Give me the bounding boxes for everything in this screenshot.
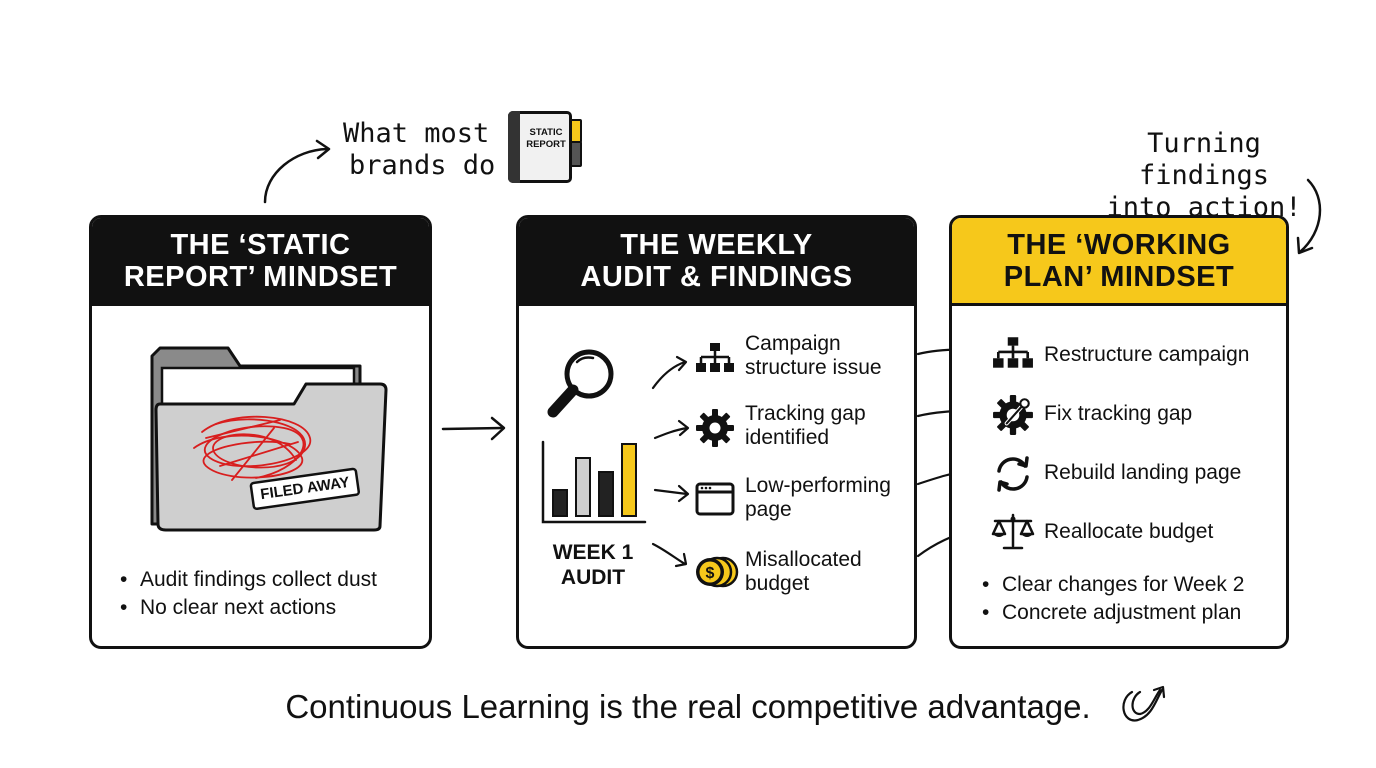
working-plan-card-title: THE ‘WORKING PLAN’ MINDSET — [952, 218, 1286, 306]
action-fix-tracking-gap: Fix tracking gap — [1044, 402, 1193, 425]
svg-text:$: $ — [706, 565, 715, 582]
list-item: No clear next actions — [120, 594, 377, 622]
audit-label-line2: AUDIT — [560, 566, 626, 589]
loop-arrow-icon — [1122, 685, 1166, 722]
left-note-line2: brands do — [349, 150, 496, 181]
gear-icon — [696, 409, 734, 447]
right-note: Turning findings into action! — [1094, 128, 1314, 224]
finding-line1: Low-performing — [745, 474, 891, 497]
finding-line1: Campaign — [745, 332, 841, 355]
finding-arrows — [651, 355, 690, 568]
action-rebuild-landing-page: Rebuild landing page — [1044, 461, 1242, 484]
weekly-title-line2: AUDIT & FINDINGS — [580, 260, 853, 293]
browser-window-icon — [695, 482, 735, 516]
folder-icon — [150, 346, 388, 532]
finding-tracking-gap: Tracking gap identified — [745, 402, 866, 450]
finding-line1: Misallocated — [745, 548, 862, 571]
list-item: Clear changes for Week 2 — [982, 571, 1244, 599]
static-report-binder-icon: STATIC REPORT — [508, 111, 582, 187]
report-label-line2: REPORT — [526, 139, 566, 150]
finding-line2: identified — [745, 426, 830, 449]
bar-chart-icon — [541, 440, 647, 524]
scales-icon — [991, 513, 1035, 550]
hierarchy-icon — [993, 337, 1033, 368]
action-reallocate-budget: Reallocate budget — [1044, 520, 1214, 543]
static-bullet-list: Audit findings collect dust No clear nex… — [120, 566, 377, 622]
finding-misallocated-budget: Misallocated budget — [745, 548, 862, 596]
action-restructure-campaign: Restructure campaign — [1044, 343, 1250, 366]
list-item: Concrete adjustment plan — [982, 599, 1244, 627]
footer-tagline: Continuous Learning is the real competit… — [285, 688, 1091, 725]
curved-arrow-right-note — [1296, 178, 1322, 255]
finding-line2: budget — [745, 572, 810, 595]
static-title-line2: REPORT’ MINDSET — [123, 260, 398, 293]
week-1-audit-label: WEEK 1 AUDIT — [541, 540, 645, 590]
finding-low-performing-page: Low-performing page — [745, 474, 891, 522]
list-item: Audit findings collect dust — [120, 566, 377, 594]
finding-line2: page — [745, 498, 792, 521]
coins-icon: $ — [696, 556, 739, 588]
arrow-static-to-weekly — [441, 416, 506, 441]
working-plan-card: THE ‘WORKING PLAN’ MINDSET — [949, 215, 1289, 649]
red-scribble — [193, 415, 311, 481]
report-label-line1: STATIC — [529, 127, 563, 138]
hierarchy-icon — [696, 343, 734, 372]
filed-away-stamp — [249, 467, 361, 510]
audit-label-line1: WEEK 1 — [552, 541, 634, 564]
left-note-line1: What most — [343, 118, 490, 149]
left-note: What most brands do — [343, 118, 495, 182]
finding-campaign-structure: Campaign structure issue — [745, 332, 882, 380]
working-bullet-list: Clear changes for Week 2 Concrete adjust… — [982, 571, 1244, 627]
curved-arrow-left-note — [263, 139, 331, 204]
static-report-card-title: THE ‘STATIC REPORT’ MINDSET — [92, 218, 429, 306]
static-report-card: THE ‘STATIC REPORT’ MINDSET FILED AWAY A… — [89, 215, 432, 649]
refresh-icon — [997, 456, 1029, 492]
right-note-line1: Turning findings — [1138, 128, 1270, 191]
gear-wrench-icon — [993, 395, 1033, 435]
finding-line1: Tracking gap — [745, 402, 866, 425]
magnifier-icon — [547, 349, 614, 418]
working-title-line1: THE ‘WORKING — [1007, 228, 1231, 261]
weekly-title-line1: THE WEEKLY — [620, 228, 813, 261]
weekly-audit-card-title: THE WEEKLY AUDIT & FINDINGS — [519, 218, 914, 306]
finding-line2: structure issue — [745, 356, 882, 379]
working-title-line2: PLAN’ MINDSET — [1003, 260, 1235, 293]
weekly-audit-card: THE WEEKLY AUDIT & FINDINGS WEEK 1 AUDIT — [516, 215, 917, 649]
static-title-line1: THE ‘STATIC — [170, 228, 351, 261]
